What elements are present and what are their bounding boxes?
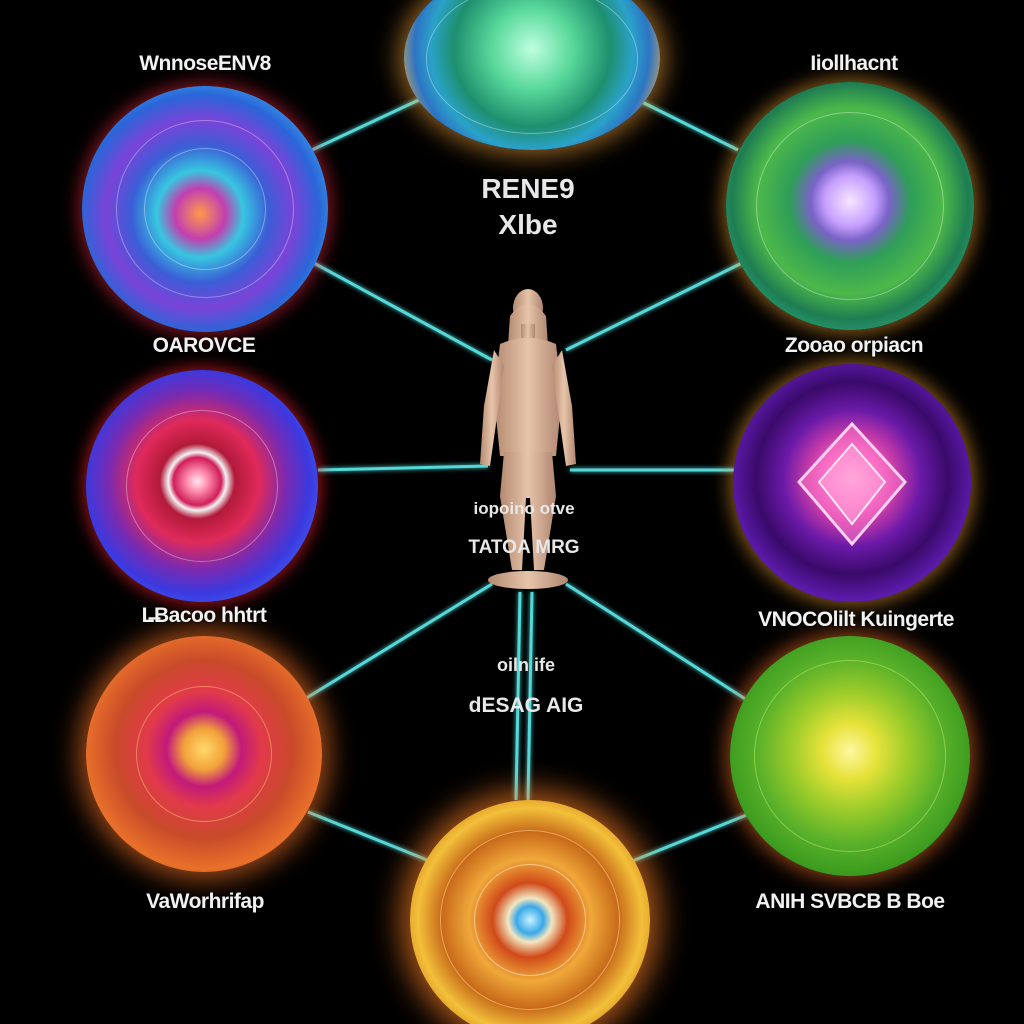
orb-mid-right <box>733 364 971 602</box>
connector-figure-to-bot-right <box>565 582 751 704</box>
label-bot-right: VNOCOlilt Kuingerte <box>758 608 954 631</box>
center-mid-line2: TATOA MRG <box>468 537 580 558</box>
center-title-line1: RENE9 <box>481 173 575 204</box>
center-mid-line1: iopoino otve <box>473 499 575 518</box>
center-title-line2: Xlbe <box>498 209 558 240</box>
connector-figure-to-bottom-a <box>514 591 522 801</box>
orb-bot-right <box>730 636 970 876</box>
orb-root <box>410 800 650 1024</box>
connector-bot-left-to-bottom <box>307 810 433 864</box>
connector-mid-left-to-figure <box>317 464 489 472</box>
label-bot-left: L̶Bacoo hhtrt <box>141 604 267 627</box>
orb-top-right <box>726 82 974 330</box>
connector-top-right-to-figure <box>565 260 745 352</box>
orb-mid-left <box>86 370 318 602</box>
connector-top-to-top-right <box>629 94 739 152</box>
diamond-icon <box>796 421 908 547</box>
label-bottom-right: ANIH SVBCB B Boe <box>755 890 945 913</box>
orb-crown <box>404 0 660 150</box>
label-mid-left: OAROVCE <box>152 334 256 357</box>
label-top-left: WnnoseENV8 <box>139 52 271 75</box>
connector-figure-to-bottom-b <box>526 591 534 801</box>
label-bottom-left: VaWorhrifap <box>146 890 264 913</box>
center-low-line2: dESAG AIG <box>468 694 584 717</box>
connector-bot-right-to-bottom <box>629 810 755 864</box>
connector-figure-to-bot-left <box>299 582 493 704</box>
label-top-right: Iiollhacnt <box>810 52 898 75</box>
orb-top-left <box>82 86 328 332</box>
label-mid-right: Zooao orpiacn <box>784 334 924 357</box>
orb-bot-left <box>86 636 322 872</box>
center-low-line1: oiln ife <box>497 655 555 675</box>
human-figure-icon <box>480 289 576 589</box>
connector-top-left-to-figure <box>311 260 493 362</box>
